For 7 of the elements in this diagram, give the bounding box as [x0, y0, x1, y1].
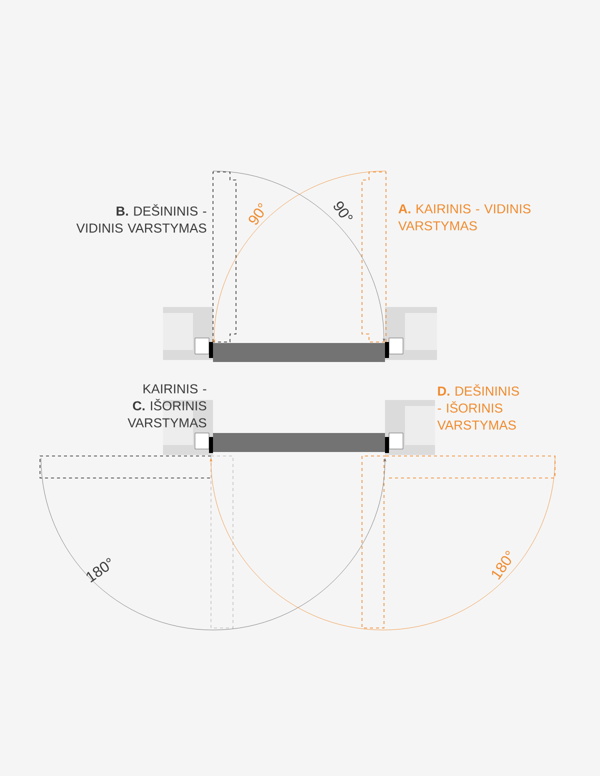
- swing-label: A. KAIRINIS - VIDINIS VARSTYMAS: [398, 204, 530, 230]
- angle-label: 90°: [334, 202, 353, 220]
- swing-label: B. DEŠININIS - VIDINIS VARSTYMAS: [76, 204, 206, 233]
- swing-label: KAIRINIS - C. IŠORINIS VARSTYMAS: [128, 384, 206, 428]
- angle-label: 90°: [248, 203, 264, 225]
- angle-label: 180°: [86, 558, 110, 582]
- swing-label: D. DEŠININIS - IŠORINIS VARSTYMAS: [437, 384, 519, 430]
